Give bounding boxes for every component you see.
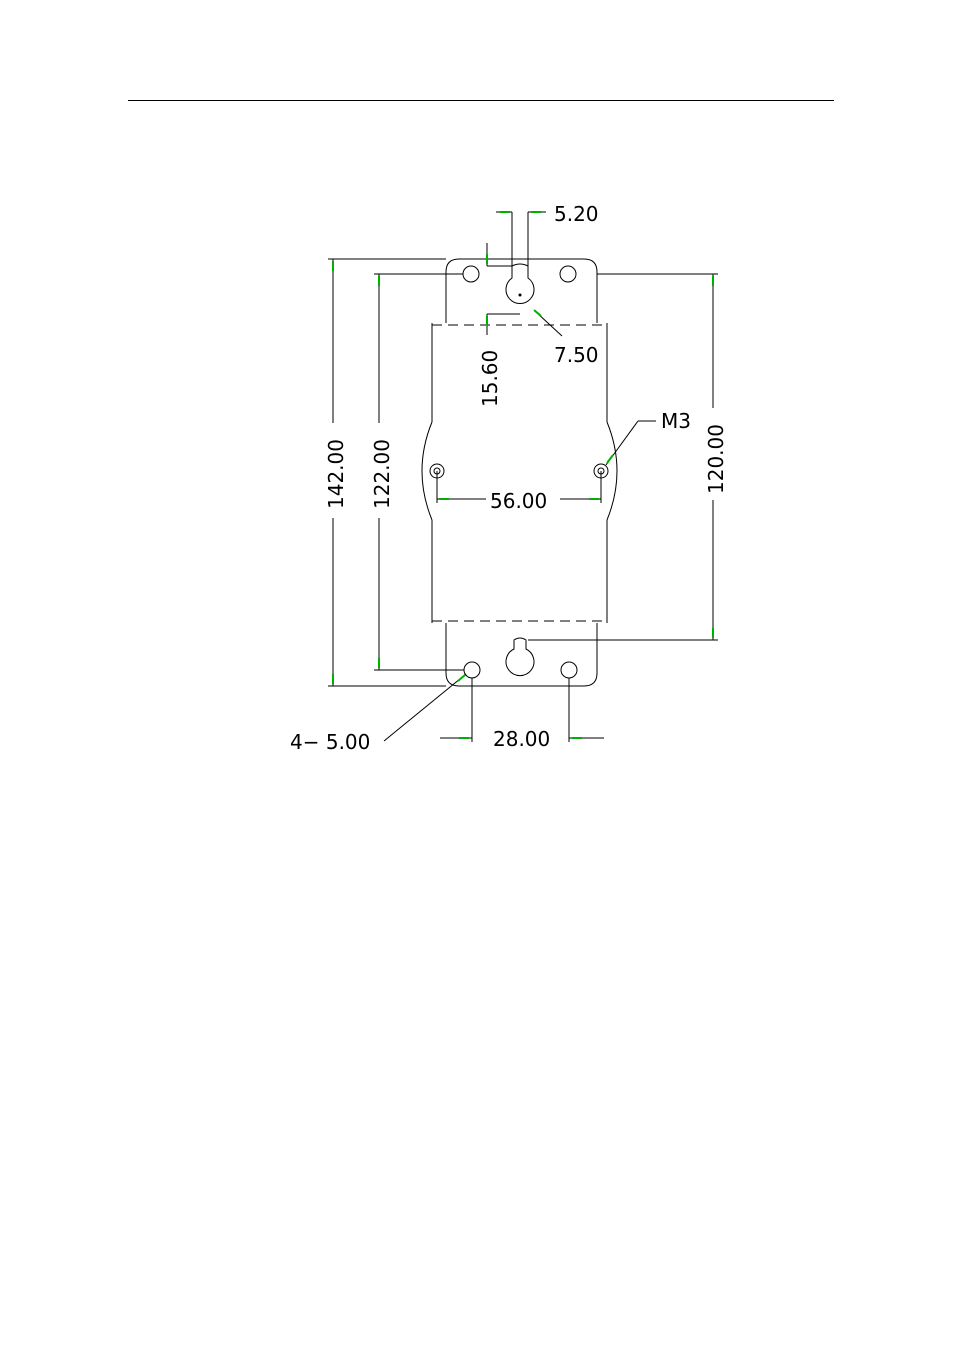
dim-5-20-label: 5.20 [554, 202, 599, 226]
bottom-left-hole [464, 662, 480, 678]
dim-4x5-leader-diagonal [384, 674, 466, 741]
dim-m3-label: M3 [661, 409, 691, 433]
keyhole-center-dot [519, 294, 522, 297]
dim-7-50-label: 7.50 [554, 343, 599, 367]
top-right-hole [560, 266, 576, 282]
dim-15-60-label: 15.60 [478, 350, 502, 407]
top-keyhole [506, 264, 534, 303]
dim-122-label: 122.00 [370, 439, 394, 509]
bottom-keyhole [506, 638, 534, 676]
dim-28-label: 28.00 [493, 727, 550, 751]
bottom-right-hole [561, 662, 577, 678]
dim-142-label: 142.00 [324, 439, 348, 509]
dim-120-label: 120.00 [704, 424, 728, 494]
dim-4x5-tick [458, 675, 465, 681]
dim-7-50-tick [534, 310, 541, 316]
dim-m3-tick [607, 455, 613, 463]
top-left-hole [463, 266, 479, 282]
dim-56-label: 56.00 [490, 489, 547, 513]
dim-4x5-label: 4− 5.00 [290, 730, 370, 754]
